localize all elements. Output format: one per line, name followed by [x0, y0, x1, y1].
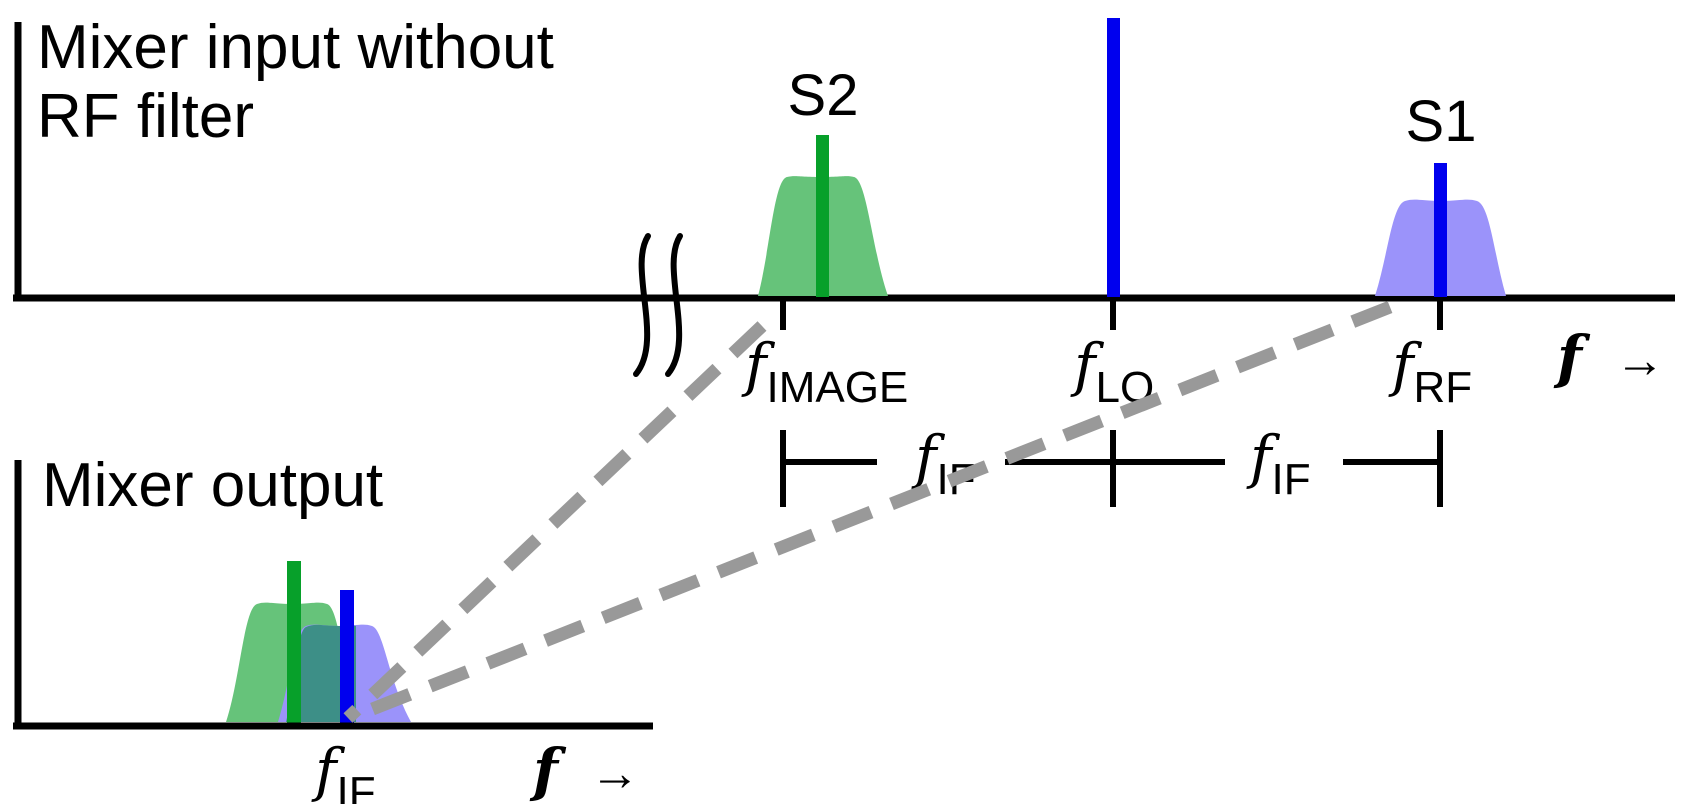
subscript-image: IMAGE: [766, 363, 908, 412]
s1-carrier-line: [1434, 163, 1447, 297]
bottom-axis-f-label: f: [529, 736, 567, 804]
s2-carrier-line: [816, 135, 829, 297]
subscript-rf: RF: [1413, 363, 1472, 412]
if-spacing-brackets: [780, 430, 1443, 507]
top-panel-title-line1: Mixer input without: [37, 13, 554, 82]
subscript-if: IF: [336, 768, 375, 804]
output-s1-carrier: [340, 590, 354, 723]
tick-label-f-image: fIMAGE: [741, 331, 908, 412]
bottom-axis-arrow: →: [590, 745, 640, 801]
output-band-overlap: [286, 624, 356, 722]
tick-label-f-rf: fRF: [1388, 331, 1472, 412]
s1-label: S1: [1406, 89, 1477, 154]
output-s2-carrier: [287, 561, 301, 723]
s2-label: S2: [788, 63, 859, 128]
top-axis-arrow: →: [1615, 332, 1665, 388]
if-spacing-label-right: fIF: [1246, 423, 1311, 504]
subscript-if: IF: [1271, 455, 1310, 504]
lo-line: [1107, 18, 1120, 297]
axis-break-mark: [633, 233, 683, 377]
tick-label-f-if: fIF: [311, 736, 376, 804]
bottom-panel-title: Mixer output: [42, 451, 383, 520]
image-to-if-dashed-line: [343, 321, 767, 723]
top-panel: Mixer input without RF filter S2 S1 fIMA…: [13, 13, 1675, 412]
bottom-panel: Mixer output fIF f →: [13, 451, 653, 804]
top-panel-title-line2: RF filter: [37, 82, 254, 151]
top-axis-f-label: f: [1553, 323, 1591, 391]
mapping-lines: [343, 300, 1393, 723]
